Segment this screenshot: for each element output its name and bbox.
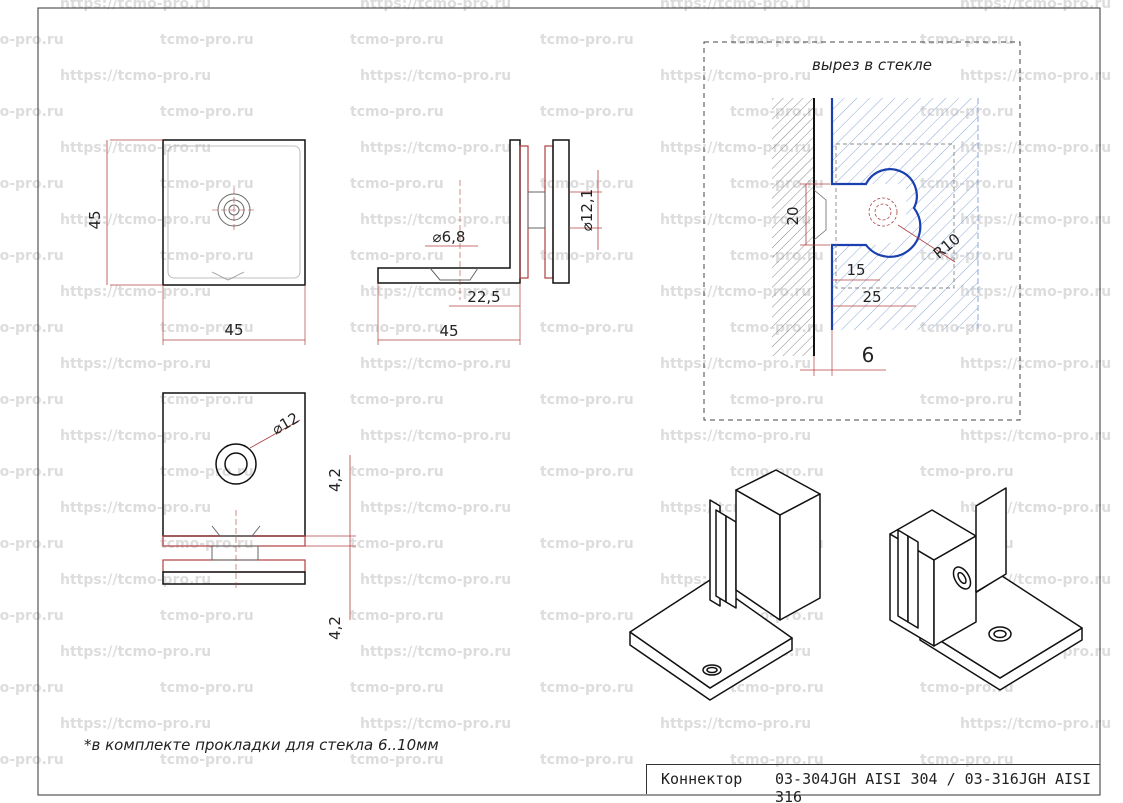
side-offset-dim: 22,5 (467, 288, 500, 306)
side-width-dim: 45 (439, 322, 458, 340)
isometric-view-1 (629, 469, 821, 701)
top-gap-top-dim: 4,2 (326, 468, 344, 492)
cutout-depth2-dim: 25 (862, 288, 881, 306)
front-width-dim: 45 (224, 321, 243, 339)
cutout-detail (703, 41, 1021, 421)
sheet-frame (37, 7, 1101, 796)
cutout-label: вырез в стекле (812, 56, 932, 74)
isometric-view-2 (889, 487, 1083, 691)
gasket-note: *в комплекте прокладки для стекла 6..10м… (84, 736, 439, 754)
side-hole-dim: ⌀6,8 (433, 228, 466, 246)
top-view (162, 392, 356, 620)
side-view (377, 139, 602, 345)
cutout-depth1-dim: 15 (846, 261, 865, 279)
cutout-gap-dim: 6 (862, 343, 875, 367)
title-name: Коннектор (661, 770, 743, 788)
front-height-dim: 45 (86, 210, 104, 229)
title-model: 03-304JGH AISI 304 / 03-316JGH AISI 316 (775, 770, 1092, 803)
top-gap-bottom-dim: 4,2 (326, 616, 344, 640)
cutout-height-dim: 20 (784, 206, 802, 225)
side-bolt-dim: ⌀12,1 (578, 189, 596, 231)
title-block: Коннектор 03-304JGH AISI 304 / 03-316JGH… (646, 764, 1100, 803)
top-hole-dim: ⌀12 (269, 409, 302, 439)
front-view (106, 139, 306, 345)
